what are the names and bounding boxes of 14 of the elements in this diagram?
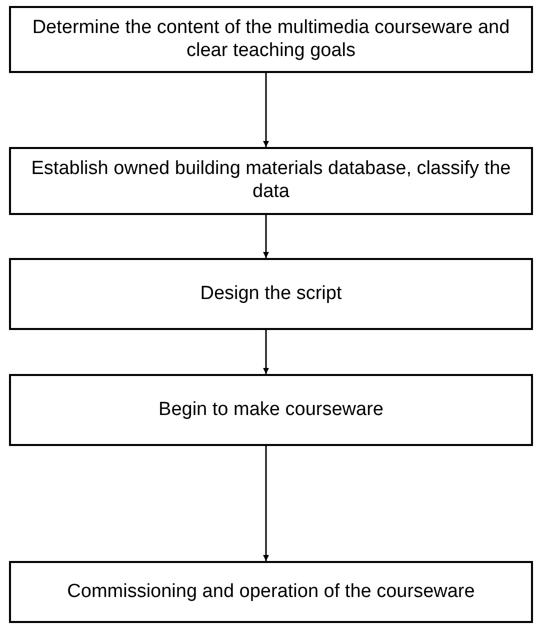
process-box [9, 374, 533, 446]
arrow [263, 330, 269, 374]
process-box [9, 561, 533, 623]
step-text: Establish owned building materials database, classify the data [30, 158, 512, 204]
process-box [9, 258, 533, 330]
step-text: Commissioning and operation of the courseware [67, 580, 475, 604]
arrow [263, 446, 269, 561]
step-text: Begin to make courseware [158, 398, 384, 422]
process-box [9, 6, 533, 73]
step-text: Determine the content of the multimedia courseware and clear teaching goals [31, 16, 511, 62]
step-text: Design the script [200, 282, 342, 306]
process-box [9, 147, 533, 215]
arrow [263, 215, 269, 258]
arrow [263, 73, 269, 147]
